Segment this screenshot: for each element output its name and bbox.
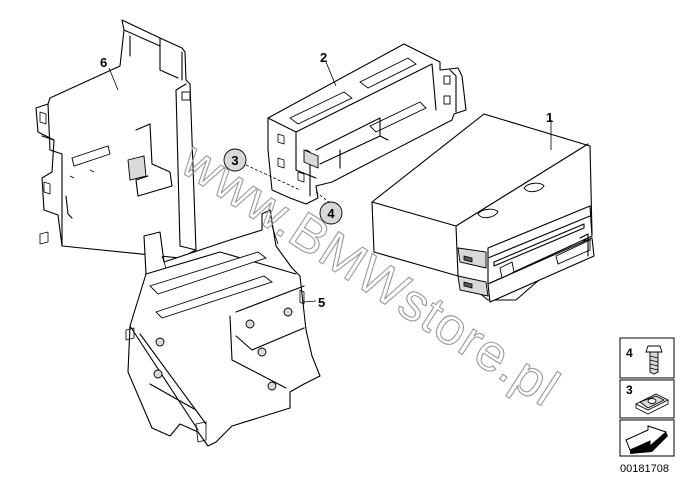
callout-3-circle: 3 <box>223 148 247 172</box>
legend-box-arrow <box>619 419 675 457</box>
legend-box-3: 3 <box>619 379 675 419</box>
callout-2: 2 <box>320 50 327 65</box>
callout-1: 1 <box>546 110 553 125</box>
clip-nut-icon <box>634 393 670 415</box>
part-2-cage <box>267 43 467 205</box>
callout-3: 3 <box>231 153 238 168</box>
part-1-unit <box>371 113 595 303</box>
callout-5: 5 <box>318 295 325 310</box>
part-6-bracket <box>35 19 197 259</box>
callout-4: 4 <box>327 206 335 221</box>
legend-box-4: 4 <box>619 337 675 379</box>
diagram-number: 00181708 <box>620 463 669 475</box>
callout-6: 6 <box>100 55 107 70</box>
legend-number-3: 3 <box>626 383 633 397</box>
legend-number-4: 4 <box>626 346 633 360</box>
arrow-icon <box>625 425 668 454</box>
part-5-bracket <box>125 209 321 447</box>
callout-4-circle: 4 <box>319 201 343 225</box>
callout-lines <box>108 61 552 303</box>
bolt-icon <box>645 345 663 375</box>
